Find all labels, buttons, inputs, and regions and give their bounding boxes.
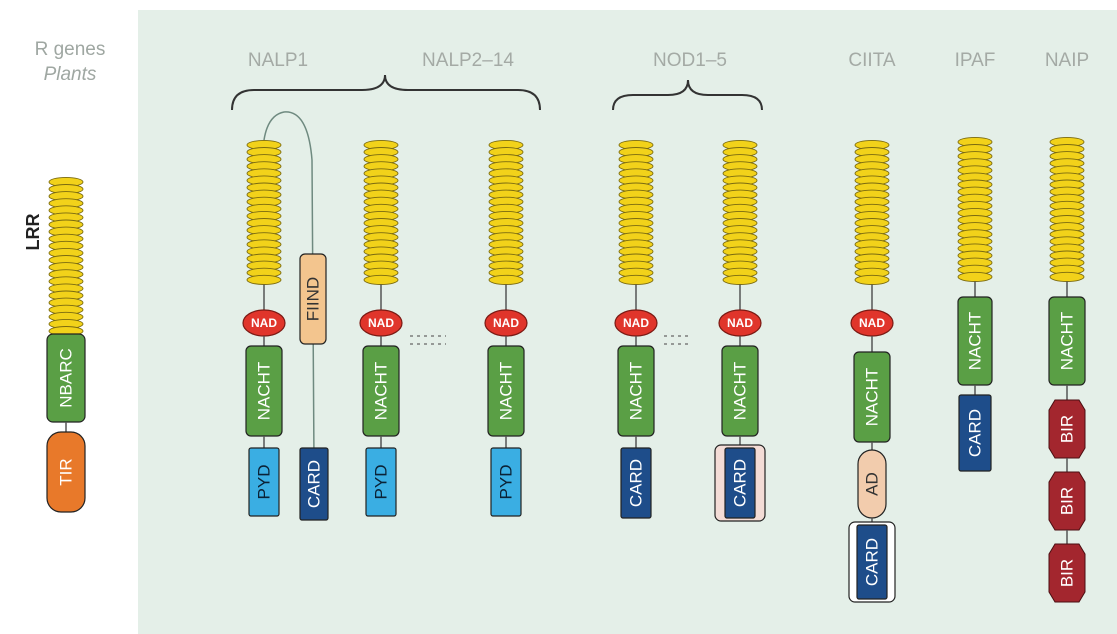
bir-domain: [1048, 543, 1086, 603]
header-ipaf: IPAF: [955, 50, 996, 71]
pyd-domain: [248, 447, 280, 517]
lrr-repeat: [246, 274, 282, 285]
pyd-domain-label: PYD: [372, 465, 391, 500]
card-domain-label: CARD: [305, 460, 324, 508]
nacht-domain-label: NACHT: [255, 362, 274, 421]
lrr-repeat: [854, 274, 890, 285]
nbarc-domain-label: NBARC: [57, 348, 76, 408]
card-domain: [724, 447, 756, 519]
lrr-repeat: [488, 274, 524, 285]
pyd-domain: [365, 447, 397, 517]
nacht-domain-label: NACHT: [1058, 312, 1077, 371]
card-domain: [620, 447, 652, 519]
lrr-repeat: [618, 274, 654, 285]
lrr-repeat: [1049, 271, 1085, 282]
lrr-repeat: [957, 271, 993, 282]
header-naip: NAIP: [1045, 50, 1089, 71]
bir-domain: [1048, 471, 1086, 531]
nalp1-connector: [263, 111, 315, 463]
bir-label: BIR: [1058, 559, 1077, 587]
header-plants: Plants: [44, 64, 97, 85]
nacht-domain-label: NACHT: [731, 362, 750, 421]
pyd-domain-label: PYD: [497, 465, 516, 500]
card-domain-label: CARD: [627, 459, 646, 507]
nacht-domain-label: NACHT: [863, 368, 882, 427]
tir-domain-label: TIR: [57, 458, 76, 485]
lrr-side-label: LRR: [23, 214, 43, 251]
brace-nod: [612, 79, 763, 111]
nad-label: NAD: [251, 316, 277, 330]
brace-nalp: [231, 74, 541, 111]
card-domain: [856, 524, 888, 600]
header-r-genes: R genes: [35, 39, 106, 60]
nad-label: NAD: [493, 316, 519, 330]
card-domain: [299, 447, 329, 521]
nacht-domain-label: NACHT: [627, 362, 646, 421]
fiind-domain-label: FIIND: [304, 277, 323, 321]
pyd-domain-label: PYD: [255, 465, 274, 500]
nad-label: NAD: [727, 316, 753, 330]
bir-label: BIR: [1058, 415, 1077, 443]
card-domain-label: CARD: [731, 459, 750, 507]
header-nalp1: NALP1: [248, 50, 308, 71]
nacht-domain-label: NACHT: [372, 362, 391, 421]
nacht-domain-label: NACHT: [966, 312, 985, 371]
header-ciita: CIITA: [848, 50, 895, 71]
nad-label: NAD: [859, 316, 885, 330]
lrr-repeat: [722, 274, 758, 285]
card-domain-label: CARD: [966, 409, 985, 457]
lrr-repeat: [363, 274, 399, 285]
header-nalp2-14: NALP2–14: [422, 50, 514, 71]
nad-label: NAD: [368, 316, 394, 330]
bir-domain: [1048, 399, 1086, 459]
card-domain-label: CARD: [863, 538, 882, 586]
tir-domain: [46, 431, 86, 513]
fiind-domain: [299, 253, 327, 345]
nad-label: NAD: [623, 316, 649, 330]
bir-label: BIR: [1058, 487, 1077, 515]
nacht-domain-label: NACHT: [497, 362, 516, 421]
card-domain: [958, 394, 992, 472]
pyd-domain: [490, 447, 522, 517]
header-nod1-5: NOD1–5: [653, 50, 727, 71]
ad-domain-label: AD: [863, 472, 882, 496]
